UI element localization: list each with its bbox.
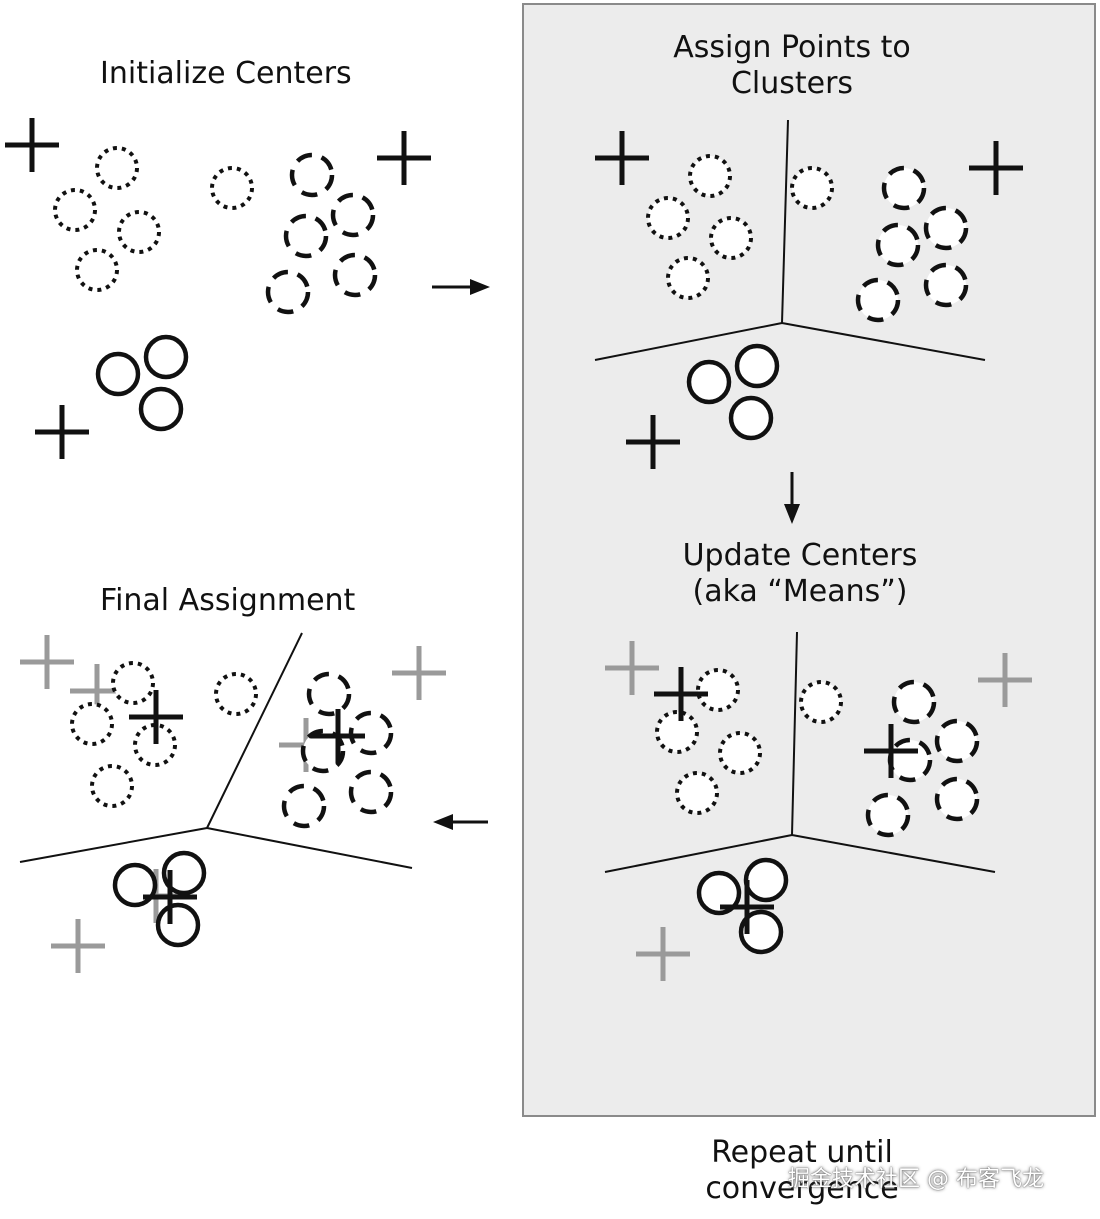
point-solid xyxy=(689,362,729,402)
arrow-down xyxy=(784,472,800,524)
old-center-marker xyxy=(20,635,74,689)
point-solid xyxy=(141,389,181,429)
assign-title-line1: Assign Points to xyxy=(673,30,911,65)
panel-assign-diagram xyxy=(594,119,1023,469)
point-dotted xyxy=(70,702,114,746)
point-dotted xyxy=(790,166,834,210)
point-dotted xyxy=(666,256,710,300)
point-dotted xyxy=(111,661,155,705)
point-dashed xyxy=(333,195,373,235)
arrow-right xyxy=(432,279,490,295)
repeat-caption-line1: Repeat until xyxy=(711,1135,893,1170)
point-dashed xyxy=(894,682,934,722)
point-dashed xyxy=(335,255,375,295)
voronoi-boundary xyxy=(594,119,986,361)
point-dotted xyxy=(214,672,258,716)
point-dashed xyxy=(286,216,326,256)
point-dotted xyxy=(696,668,740,712)
point-dashed xyxy=(937,779,977,819)
point-dashed xyxy=(884,168,924,208)
point-dashed xyxy=(878,225,918,265)
center-marker xyxy=(35,405,89,459)
point-dotted xyxy=(799,680,843,724)
repeat-caption: Repeat until convergence xyxy=(652,1135,952,1207)
update-title: Update Centers (aka “Means”) xyxy=(650,538,950,610)
point-dotted xyxy=(688,154,732,198)
point-solid xyxy=(158,905,198,945)
point-dotted xyxy=(210,166,254,210)
point-dashed xyxy=(351,713,391,753)
assign-title: Assign Points to Clusters xyxy=(642,30,942,102)
final-title: Final Assignment xyxy=(100,583,356,618)
point-solid xyxy=(731,398,771,438)
panel-final-diagram xyxy=(20,633,446,973)
voronoi-boundary xyxy=(604,631,996,873)
point-dotted xyxy=(90,764,134,808)
point-dotted xyxy=(709,216,753,260)
old-center-marker xyxy=(51,919,105,973)
point-dashed xyxy=(937,721,977,761)
point-dotted xyxy=(75,248,119,292)
panel-update-diagram xyxy=(604,631,1032,981)
update-title-line1: Update Centers xyxy=(682,538,918,573)
point-solid xyxy=(746,860,786,900)
point-dotted xyxy=(95,146,139,190)
point-dotted xyxy=(53,188,97,232)
point-dashed xyxy=(926,265,966,305)
arrow-left xyxy=(433,814,488,830)
point-dotted xyxy=(646,196,690,240)
point-dotted xyxy=(117,210,161,254)
point-solid xyxy=(146,337,186,377)
point-dashed xyxy=(926,208,966,248)
point-dotted xyxy=(655,710,699,754)
assign-title-line2: Clusters xyxy=(730,66,854,101)
watermark: 掘金技术社区 @ 布客飞龙 xyxy=(788,1167,1044,1192)
point-dashed xyxy=(351,772,391,812)
panel-initialize-diagram xyxy=(5,118,431,459)
point-dashed xyxy=(268,272,308,312)
point-dotted xyxy=(718,731,762,775)
point-dotted xyxy=(675,771,719,815)
point-dashed xyxy=(858,280,898,320)
center-marker xyxy=(377,131,431,185)
point-dashed xyxy=(284,786,324,826)
point-solid xyxy=(98,354,138,394)
point-dashed xyxy=(292,155,332,195)
center-marker xyxy=(5,118,59,172)
point-dashed xyxy=(309,674,349,714)
voronoi-boundary xyxy=(19,632,413,869)
old-center-marker xyxy=(392,646,446,700)
point-solid xyxy=(737,346,777,386)
initialize-title: Initialize Centers xyxy=(100,56,352,91)
repeat-caption-line2: convergence xyxy=(705,1171,899,1206)
point-dashed xyxy=(868,795,908,835)
update-title-line2: (aka “Means”) xyxy=(692,574,908,609)
point-dashed xyxy=(890,740,930,780)
